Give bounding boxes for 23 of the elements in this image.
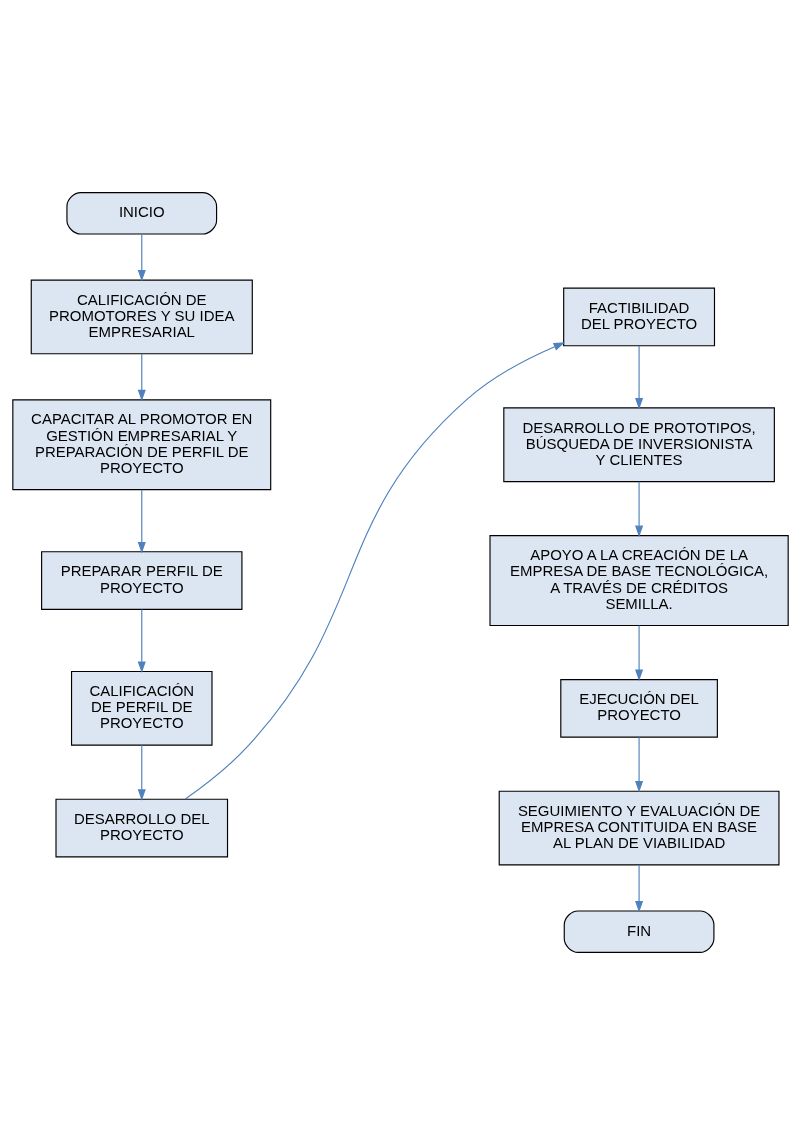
arrow bbox=[137, 744, 146, 801]
arrow bbox=[184, 341, 566, 800]
node-box: FIN bbox=[563, 909, 715, 953]
node-box: CALIFICACIÓN DE PERFIL DE PROYECTO bbox=[70, 670, 213, 746]
node-box: CAPACITAR AL PROMOTOR EN GESTIÓN EMPRESARIAL Y PREPARACIÓN DE PERFIL DE PROYECTO bbox=[12, 398, 272, 490]
node-box: DESARROLLO DEL PROYECTO bbox=[55, 798, 229, 857]
node-box: SEGUIMIENTO Y EVALUACIÓN DE EMPRESA CONTITUIDA EN BASE AL PLAN DE VIABILIDAD bbox=[498, 790, 780, 865]
node-box: DESARROLLO DE PROTOTIPOS, BÚSQUEDA DE INVERSIONISTA Y CLIENTES bbox=[503, 406, 775, 482]
node-box: CALIFICACIÓN DE PROMOTORES Y SU IDEA EMPRESARIAL bbox=[30, 279, 253, 354]
arrow bbox=[635, 344, 644, 409]
arrow bbox=[137, 608, 146, 673]
arrow bbox=[137, 233, 146, 282]
node-box: APOYO A LA CREACIÓN DE LA EMPRESA DE BASE TECNOLÓGICA, A TRAVÉS DE CRÉDITOS SEMILLA. bbox=[489, 534, 789, 626]
node-box: EJECUCIÓN DEL PROYECTO bbox=[560, 678, 718, 738]
arrow bbox=[635, 480, 644, 537]
node-box: INICIO bbox=[66, 191, 218, 235]
arrow bbox=[137, 352, 146, 401]
node-box: PREPARAR PERFIL DE PROYECTO bbox=[41, 550, 243, 610]
arrow bbox=[137, 488, 146, 553]
node-box: FACTIBILIDAD DEL PROYECTO bbox=[563, 287, 716, 346]
arrow bbox=[635, 864, 644, 913]
arrow bbox=[635, 736, 644, 793]
arrow bbox=[635, 624, 644, 681]
